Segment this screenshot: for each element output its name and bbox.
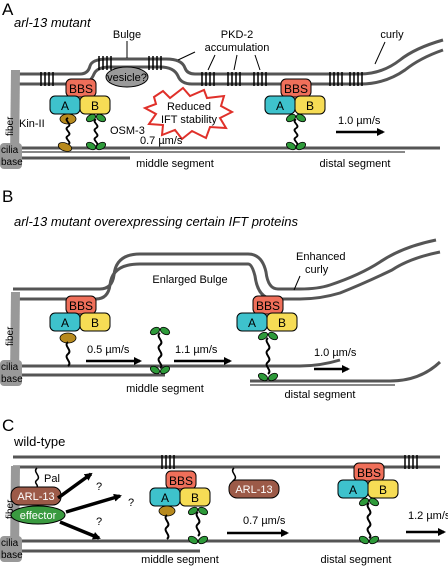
base-label-b: base [1, 374, 23, 385]
svg-text:A: A [349, 483, 357, 497]
ift-complex-a1: BBS A B [49, 78, 111, 115]
osm3-free-b [148, 325, 172, 376]
svg-text:B: B [91, 99, 99, 113]
panel-a-letter: A [2, 0, 14, 19]
bulge-label: Bulge [113, 29, 141, 41]
base-label: base [1, 157, 23, 168]
svg-text:BBS: BBS [69, 82, 93, 96]
fiber-label: fiber [5, 116, 16, 136]
ift-complex-a2: BBS A B [264, 78, 326, 115]
speed-a1: 0.7 µm/s [140, 135, 183, 147]
svg-text:BBS: BBS [69, 299, 93, 313]
fiber-bar [10, 70, 20, 160]
svg-text:B: B [379, 483, 387, 497]
ift-complex-c1: BBS A B [149, 470, 211, 507]
middle-segment-c: middle segment [141, 554, 219, 566]
curly-b-label: curly [305, 264, 329, 276]
middle-segment-b: middle segment [126, 383, 204, 395]
ift-complex-b2: BBS A B [236, 295, 298, 332]
svg-text:BBS: BBS [256, 299, 280, 313]
speed-c1: 0.7 µm/s [243, 515, 286, 527]
osm3-motor-c1 [186, 505, 210, 546]
kin2-label: Kin-II [19, 118, 45, 130]
enlarged-bulge-label: Enlarged Bulge [152, 274, 227, 286]
fiber-label-b: fiber [5, 326, 16, 346]
osm3-label: OSM-3 [110, 125, 145, 137]
speed-b3: 1.0 µm/s [314, 347, 357, 359]
osm3-motor-b2 [256, 330, 280, 383]
speed-b2: 1.1 µm/s [175, 344, 218, 356]
enhanced-label: Enhanced [296, 251, 346, 263]
osm3-motor [84, 112, 108, 152]
kin2-motor-c [158, 505, 176, 540]
panel-b: B arl-13 mutant overexpressing certain I… [0, 187, 442, 401]
osm3-motor-a2 [284, 112, 308, 152]
pal-label: Pal [44, 473, 60, 485]
ift-stability-label: IFT stability [161, 114, 218, 126]
effector-label: effector [20, 510, 57, 522]
q1: ? [96, 481, 102, 493]
cilia-label-b: cilia [1, 362, 19, 373]
distal-segment-a: distal segment [320, 158, 391, 170]
accumulation-label: accumulation [205, 42, 270, 54]
cilia-base-block [0, 143, 22, 169]
reduced-ift-stability-burst: Reduced IFT stability [142, 86, 235, 141]
vesicle-label: vesicle? [107, 72, 147, 84]
panel-a-title: arl-13 mutant [14, 15, 92, 30]
q2: ? [128, 497, 134, 509]
speed-b1: 0.5 µm/s [87, 344, 130, 356]
pkd2-label: PKD-2 [221, 29, 253, 41]
ciliary-membrane [13, 38, 444, 86]
svg-text:B: B [306, 99, 314, 113]
panel-c: C wild-type fiber cilia base Pal ARL-13 … [0, 416, 448, 566]
svg-text:BBS: BBS [357, 466, 381, 480]
q3: ? [96, 516, 102, 528]
arl13-box-2 [228, 479, 280, 499]
arl13-label: ARL-13 [17, 491, 54, 503]
svg-text:A: A [61, 99, 69, 113]
curly-label: curly [380, 29, 404, 41]
svg-text:B: B [191, 491, 199, 505]
svg-text:B: B [91, 316, 99, 330]
kin2-motor [56, 113, 77, 154]
panel-c-title: wild-type [13, 434, 65, 449]
fiber-label-c: fiber [5, 499, 16, 519]
panel-b-letter: B [2, 187, 13, 206]
panel-b-title: arl-13 mutant overexpressing certain IFT… [14, 214, 298, 229]
distal-segment-c: distal segment [321, 554, 392, 566]
ift-complex-c2: BBS A B [337, 462, 399, 499]
svg-text:BBS: BBS [284, 82, 308, 96]
speed-c2: 1.2 µm/s [408, 510, 448, 522]
svg-text:A: A [161, 491, 169, 505]
svg-text:A: A [276, 99, 284, 113]
effector-arrows [56, 472, 122, 540]
pkd2-pointers [177, 51, 261, 71]
reduced-label: Reduced [167, 101, 211, 113]
base-label-c: base [1, 550, 23, 561]
cilia-label-c: cilia [1, 538, 19, 549]
svg-text:BBS: BBS [169, 474, 193, 488]
ift-complex-b1: BBS A B [49, 295, 111, 332]
svg-text:B: B [278, 316, 286, 330]
svg-text:A: A [61, 316, 69, 330]
kin2-motor-b [59, 332, 77, 367]
vesicle-shape [105, 66, 149, 88]
middle-segment-a: middle segment [136, 158, 214, 170]
osm3-motor-c2 [357, 496, 381, 546]
svg-text:A: A [248, 316, 256, 330]
enlarged-membrane [13, 238, 441, 301]
distal-segment-b: distal segment [285, 389, 356, 401]
panel-a: A arl-13 mutant Bulge PKD-2 accumulation [0, 0, 444, 170]
cilia-label: cilia [1, 145, 19, 156]
effector-shape [10, 505, 66, 525]
panel-c-letter: C [2, 416, 14, 435]
arl13-label-2: ARL-13 [235, 484, 272, 496]
speed-a2: 1.0 µm/s [338, 115, 381, 127]
